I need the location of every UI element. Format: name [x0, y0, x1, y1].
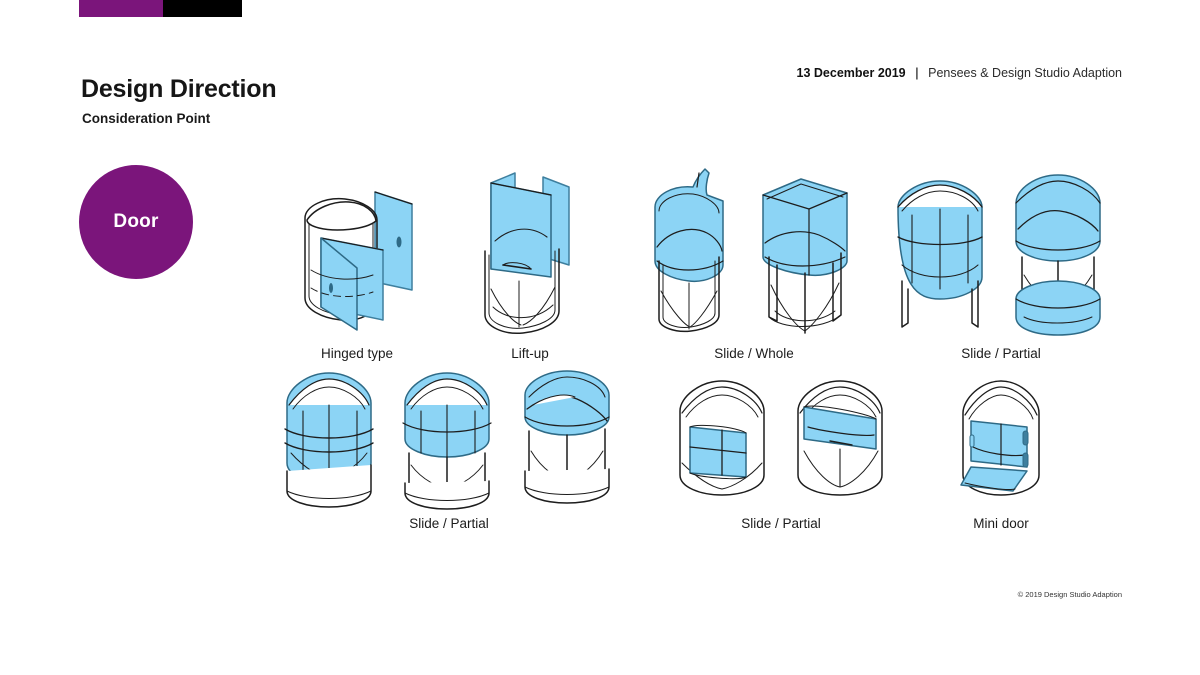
- category-badge-door: Door: [79, 165, 193, 279]
- concept-group-slide-partial-front: Slide / Partial: [665, 375, 897, 531]
- concept-caption: Lift-up: [511, 346, 549, 361]
- copyright-footer: © 2019 Design Studio Adaption: [1017, 590, 1122, 599]
- figure-set: [945, 375, 1057, 510]
- sketch-corner-cabinet-mini-door: [960, 380, 1040, 496]
- concept-group-slide-whole: Slide / Whole: [645, 165, 863, 361]
- figure-set: [885, 165, 1117, 340]
- accent-bar-black-segment: [163, 0, 242, 17]
- page-title: Design Direction: [81, 75, 277, 103]
- figure-set: [470, 165, 590, 340]
- sketch-corner-cabinet-front-b: [797, 380, 883, 496]
- figure-set: [665, 375, 897, 510]
- concept-caption: Slide / Partial: [741, 516, 821, 531]
- sketch-corner-cabinet-hinged-door: [304, 191, 413, 331]
- meta-separator: |: [915, 66, 919, 80]
- concept-caption: Mini door: [973, 516, 1029, 531]
- concept-group-hinged-type: Hinged type: [282, 170, 432, 361]
- concept-caption: Slide / Partial: [961, 346, 1041, 361]
- concept-caption: Hinged type: [320, 346, 394, 361]
- figure-set: [282, 170, 432, 340]
- category-badge-label: Door: [113, 211, 159, 232]
- sketch-corner-cabinet-band-c: [524, 370, 610, 504]
- sketch-corner-cabinet-front-a: [679, 380, 765, 496]
- concept-group-slide-partial-top: Slide / Partial: [885, 165, 1117, 361]
- presentation-date: 13 December 2019: [796, 66, 906, 80]
- accent-bar-purple-segment: [79, 0, 163, 17]
- top-accent-bar: [79, 0, 242, 17]
- sketch-corner-cabinet-band-a: [284, 372, 374, 508]
- presentation-org: Pensees & Design Studio Adaption: [928, 66, 1122, 80]
- concept-group-slide-partial-band: Slide / Partial: [275, 365, 623, 531]
- concept-group-lift-up: Lift-up: [470, 165, 590, 361]
- header-meta: 13 December 2019 | Pensees & Design Stud…: [797, 66, 1122, 80]
- page-subtitle: Consideration Point: [82, 111, 211, 126]
- sketch-corner-cabinet-slide-whole-b: [762, 178, 848, 334]
- concept-caption: Slide / Partial: [409, 516, 489, 531]
- figure-set: [645, 165, 863, 340]
- concept-group-mini-door: Mini door: [945, 375, 1057, 531]
- concept-caption: Slide / Whole: [714, 346, 794, 361]
- sketch-corner-cabinet-slide-partial-a: [897, 180, 983, 328]
- sketch-corner-cabinet-lift-up-door: [483, 172, 570, 335]
- sketch-corner-cabinet-band-b: [402, 372, 492, 510]
- sketch-corner-cabinet-slide-whole-a: [654, 168, 724, 333]
- sketch-corner-cabinet-slide-partial-b: [1015, 174, 1101, 336]
- figure-set: [275, 365, 623, 510]
